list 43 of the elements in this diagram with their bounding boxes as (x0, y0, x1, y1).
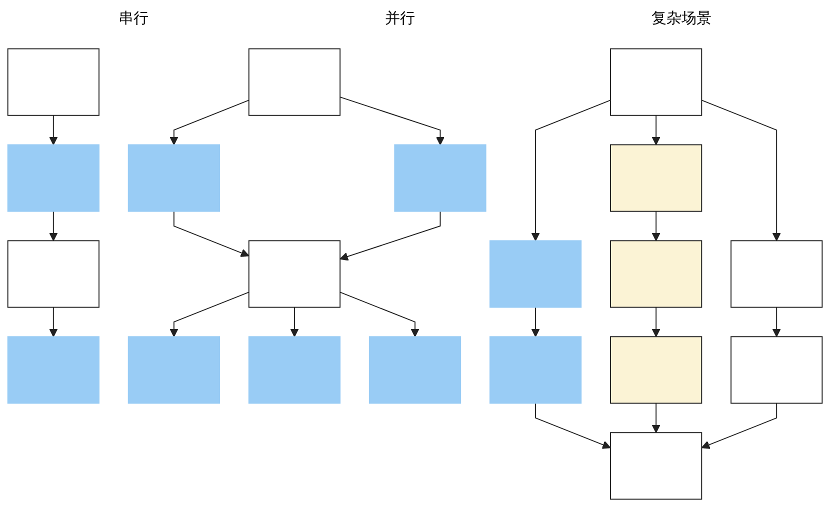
node-box (489, 240, 582, 308)
node-box (610, 336, 702, 404)
node-box (128, 144, 220, 212)
node-box (610, 432, 702, 500)
node-box (394, 144, 486, 212)
arrow (49, 306, 58, 338)
arrow (340, 210, 441, 261)
node-box (7, 336, 100, 404)
arrow (170, 100, 250, 146)
arrow (173, 210, 250, 257)
arrow (652, 114, 660, 146)
node-box (610, 144, 702, 212)
arrow (531, 306, 540, 338)
section-title: 并行 (384, 8, 416, 28)
node-box (248, 240, 341, 308)
node-box (610, 240, 702, 308)
node-box (7, 48, 100, 116)
arrow (652, 402, 660, 434)
node-box (128, 336, 220, 404)
section-title: 串行 (117, 8, 150, 28)
arrow (49, 114, 58, 146)
node-box (248, 336, 341, 404)
arrow (701, 402, 778, 449)
node-box (610, 48, 702, 116)
node-box (730, 240, 823, 308)
node-box (248, 48, 341, 116)
arrow (170, 292, 250, 338)
section-title: 复杂场景 (650, 8, 713, 28)
arrow (535, 402, 611, 449)
node-box (730, 336, 823, 404)
arrow (340, 96, 445, 146)
arrow (652, 306, 660, 338)
arrow (49, 210, 58, 242)
node-box (7, 144, 100, 212)
node-box (368, 336, 462, 404)
arrow (772, 306, 781, 338)
node-box (489, 336, 582, 404)
arrow (652, 210, 660, 242)
arrow (701, 100, 781, 242)
arrow (340, 292, 420, 338)
node-box (7, 240, 100, 308)
arrow (531, 100, 611, 242)
arrow (290, 306, 299, 338)
